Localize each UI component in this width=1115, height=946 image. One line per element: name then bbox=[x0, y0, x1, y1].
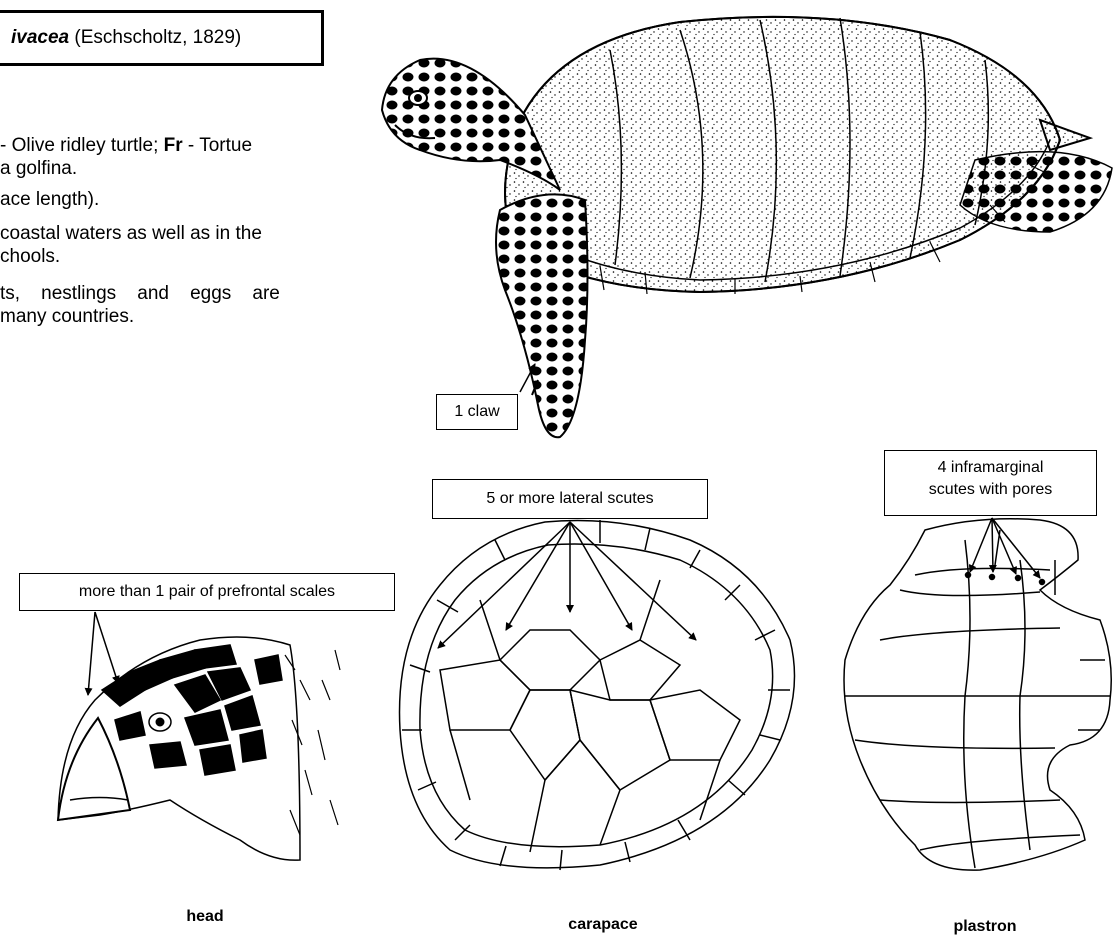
inframarginal-label-line-1: 4 inframarginal bbox=[885, 457, 1096, 479]
head-caption: head bbox=[125, 908, 285, 926]
lateral-scutes-pointers bbox=[438, 522, 696, 648]
carapace-caption: carapace bbox=[523, 916, 683, 934]
plastron-caption: plastron bbox=[905, 918, 1065, 936]
lateral-scutes-label: 5 or more lateral scutes bbox=[432, 479, 708, 519]
prefrontal-pointer-1 bbox=[88, 612, 95, 695]
turtle-illustration bbox=[382, 17, 1112, 437]
prefrontal-scales-label: more than 1 pair of prefrontal scales bbox=[19, 573, 395, 611]
claw-label: 1 claw bbox=[436, 394, 518, 430]
inframarginal-label-line-2: scutes with pores bbox=[885, 479, 1096, 501]
plastron-diagram bbox=[844, 519, 1111, 870]
head-scales bbox=[102, 645, 282, 775]
prefrontal-pointer-2 bbox=[95, 612, 118, 683]
carapace-diagram bbox=[400, 520, 795, 870]
